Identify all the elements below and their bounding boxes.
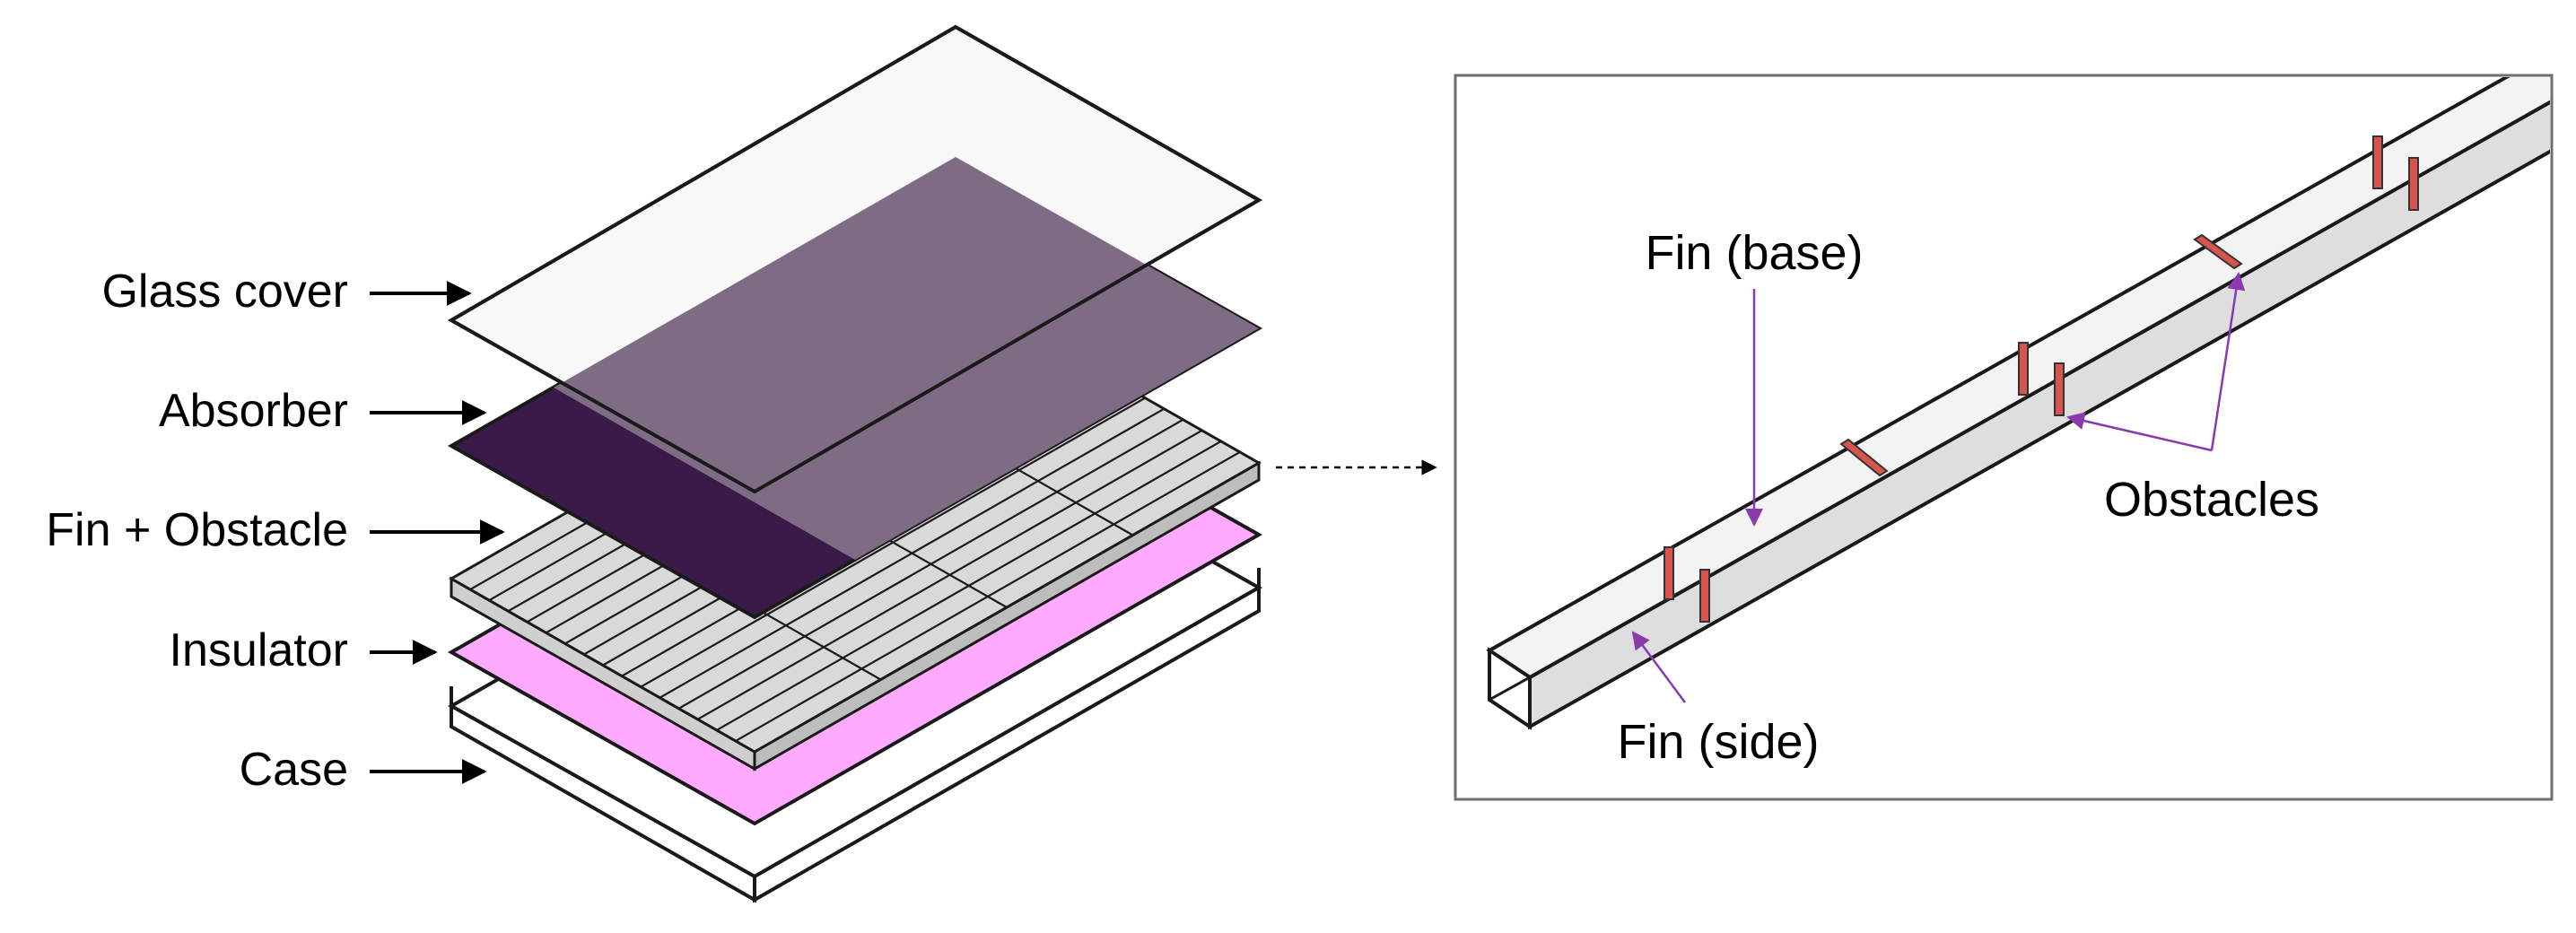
label-fin-side: Fin (side) bbox=[1617, 715, 1819, 769]
label-absorber: Absorber bbox=[159, 385, 348, 437]
label-glass-cover: Glass cover bbox=[101, 266, 348, 318]
glass-cover-layer bbox=[447, 24, 1263, 560]
obstacle bbox=[1699, 569, 1710, 623]
label-obstacles: Obstacles bbox=[2104, 473, 2319, 527]
obstacle bbox=[2054, 362, 2065, 416]
obstacle bbox=[2408, 157, 2419, 211]
pointer-obstacle-lower bbox=[2066, 412, 2213, 452]
obstacle bbox=[2018, 342, 2029, 396]
obstacle bbox=[2193, 233, 2243, 270]
pointer-fin-side bbox=[1631, 631, 1687, 703]
label-insulator: Insulator bbox=[170, 624, 348, 676]
obstacle bbox=[1663, 546, 1674, 600]
label-fin-base: Fin (base) bbox=[1645, 226, 1863, 280]
detail-view: Fin (base) Obstacles Fin (side) bbox=[1454, 74, 2554, 801]
obstacle bbox=[2372, 135, 2383, 189]
label-fin-obstacle: Fin + Obstacle bbox=[46, 504, 348, 556]
label-case: Case bbox=[240, 744, 348, 796]
obstacle bbox=[1839, 438, 1889, 477]
layer-labels: Glass cover Absorber Fin + Obstacle Insu… bbox=[46, 266, 505, 796]
pointer-obstacle-upper bbox=[2210, 272, 2246, 451]
exploded-view bbox=[447, 24, 1263, 903]
obstacle-markers bbox=[1663, 135, 2419, 623]
